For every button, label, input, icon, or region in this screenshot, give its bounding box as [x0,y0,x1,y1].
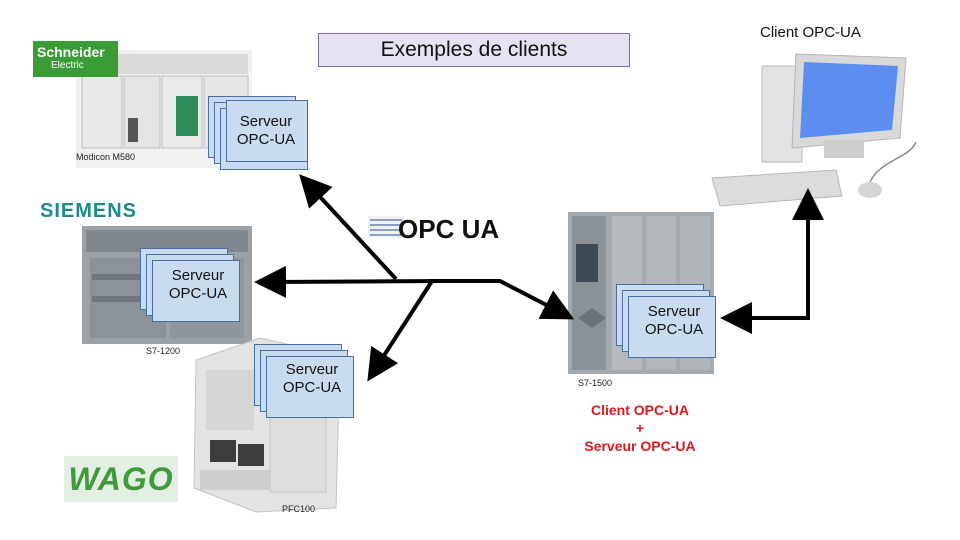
connection-arrows [254,174,824,382]
desktop-computer [711,53,917,207]
page-title: Exemples de clients [318,33,630,67]
server-label-line2: OPC-UA [282,379,342,396]
server-label-line1: Serveur [171,267,225,284]
caption-modicon-m580: Modicon M580 [76,152,136,162]
opc-ua-logo: OPC UA [368,212,516,244]
role-server-text: Serveur OPC-UA [584,438,696,454]
electric-logo-text: Electric [51,60,84,71]
schneider-logo-text: Schneider [37,44,105,60]
server-label-line1: Serveur [285,361,339,378]
client-opcua-title: Client OPC-UA [760,24,861,41]
server-label-line2: OPC-UA [168,285,228,302]
wago-logo: WAGO [64,456,178,502]
role-client-text: Client OPC-UA [591,402,689,418]
siemens-logo: SIEMENS [40,200,138,222]
server-label-line1: Serveur [647,303,701,320]
caption-pfc100: PFC100 [282,504,316,514]
opc-ua-logo-text: OPC UA [398,214,499,242]
role-plus-text: + [635,420,645,436]
server-label-line2: OPC-UA [644,321,704,338]
caption-s7-1500: S7-1500 [578,378,613,388]
server-label-line2: OPC-UA [236,131,296,148]
caption-s7-1200: S7-1200 [146,346,181,356]
schneider-electric-logo: Schneider Electric [33,41,118,77]
server-label-line1: Serveur [239,113,293,130]
